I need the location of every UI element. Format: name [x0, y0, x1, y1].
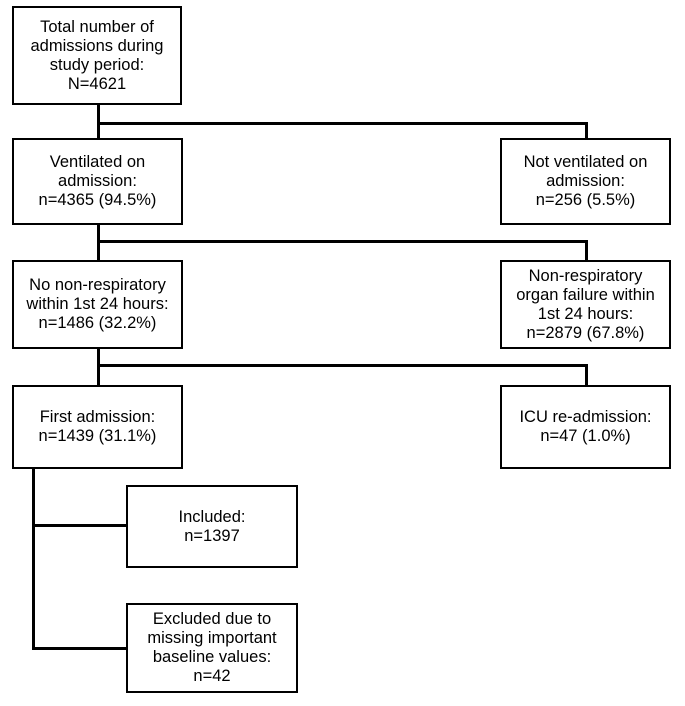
- connector-ventilated-right-drop: [585, 240, 588, 260]
- box-included-line-1: Included:: [178, 507, 246, 526]
- box-first-admission-line-1: First admission:: [39, 408, 156, 426]
- box-no-nonresp-line-3: n=1486 (32.2%): [38, 314, 157, 332]
- connector-total-right-drop: [585, 122, 588, 138]
- box-ventilated-line-1: Ventilated on: [49, 153, 146, 171]
- box-first-admission: First admission: n=1439 (31.1%): [12, 385, 183, 469]
- box-icu-readmission-line-1: ICU re-admission:: [519, 408, 652, 426]
- box-ventilated: Ventilated on admission: n=4365 (94.5%): [12, 138, 183, 225]
- connector-nonresp-right-drop: [585, 364, 588, 385]
- box-total-admissions: Total number of admissions during study …: [12, 6, 182, 105]
- box-nonresp-failure-line-3: 1st 24 hours:: [537, 304, 634, 323]
- box-excluded-line-4: n=42: [193, 667, 231, 685]
- box-excluded-line-1: Excluded due to: [152, 610, 272, 628]
- box-no-nonresp-line-1: No non-respiratory: [29, 276, 166, 294]
- box-included-line-2: n=1397: [184, 526, 240, 545]
- box-first-admission-line-2: n=1439 (31.1%): [38, 427, 157, 445]
- connector-to-included: [32, 524, 128, 527]
- box-nonresp-failure-line-4: n=2879 (67.8%): [526, 323, 645, 342]
- box-excluded-line-3: baseline values:: [152, 648, 272, 666]
- box-not-ventilated-line-1: Not ventilated on: [523, 153, 648, 171]
- connector-nonresp-branch: [97, 364, 588, 367]
- box-total-line-3: study period:: [49, 55, 145, 74]
- box-nonresp-failure-line-2: organ failure within: [516, 285, 655, 304]
- box-nonresp-failure-line-1: Non-respiratory: [528, 266, 643, 285]
- box-total-line-2: admissions during: [30, 36, 164, 55]
- box-not-ventilated: Not ventilated on admission: n=256 (5.5%…: [500, 138, 671, 225]
- connector-first-admission-trunk: [32, 467, 35, 649]
- box-not-ventilated-line-2: admission:: [546, 172, 625, 190]
- box-not-ventilated-line-3: n=256 (5.5%): [535, 191, 636, 209]
- box-included: Included: n=1397: [126, 485, 298, 568]
- box-total-line-1: Total number of: [40, 17, 154, 36]
- connector-total-down: [97, 103, 100, 138]
- box-excluded: Excluded due to missing important baseli…: [126, 603, 298, 693]
- box-icu-readmission-line-2: n=47 (1.0%): [540, 427, 631, 445]
- connector-ventilated-branch: [97, 240, 588, 243]
- box-ventilated-line-3: n=4365 (94.5%): [38, 191, 157, 209]
- box-excluded-line-2: missing important: [147, 629, 277, 647]
- box-ventilated-line-2: admission:: [58, 172, 137, 190]
- connector-total-branch: [97, 122, 588, 125]
- box-total-line-4: N=4621: [67, 74, 127, 93]
- connector-to-excluded: [32, 647, 128, 650]
- box-icu-readmission: ICU re-admission: n=47 (1.0%): [500, 385, 671, 469]
- box-no-non-respiratory: No non-respiratory within 1st 24 hours: …: [12, 260, 183, 349]
- box-non-respiratory-failure: Non-respiratory organ failure within 1st…: [500, 260, 671, 349]
- box-no-nonresp-line-2: within 1st 24 hours:: [26, 295, 169, 313]
